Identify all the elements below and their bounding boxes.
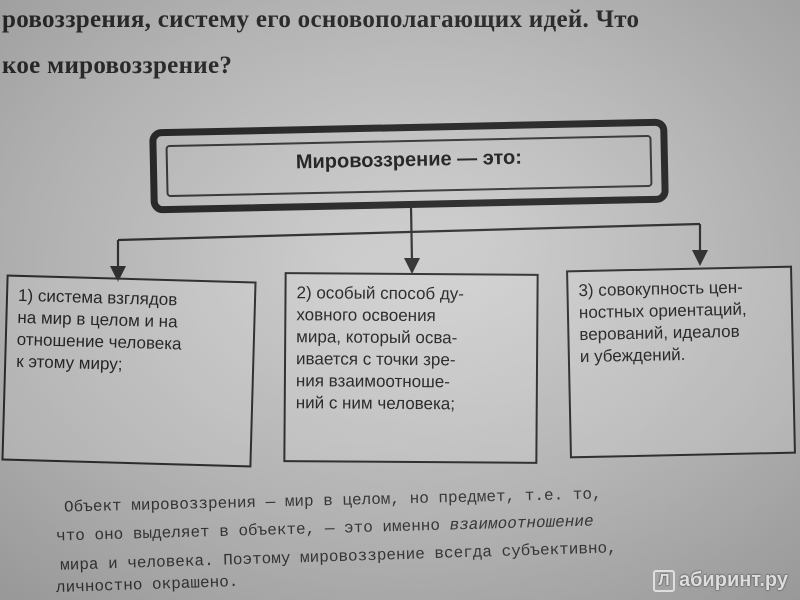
labirint-watermark: Л абиринт.ру: [652, 569, 788, 592]
watermark-text: абиринт.ру: [678, 569, 788, 591]
arrowhead-left: [110, 266, 126, 282]
arrowhead-center: [404, 258, 420, 274]
definition-box-3: 3) совокупность цен- ностных ориентаций,…: [566, 265, 796, 459]
diagram-title-box: Мировоззрение — это:: [149, 118, 669, 214]
definition-box-2: 2) особый способ ду- ховного освоения ми…: [283, 272, 539, 464]
arrowhead-right: [692, 250, 708, 266]
text-line-top: ровоззрения, систему его основополагающи…: [2, 6, 640, 33]
text-line-question: кое мировоззрение?: [2, 52, 233, 79]
labirint-logo-icon: Л: [652, 569, 675, 592]
definition-text-2: 2) особый способ ду- ховного освоения ми…: [295, 283, 465, 414]
connector-center-vertical: [409, 205, 414, 263]
definition-box-1: 1) система взглядов на мир в целом и на …: [1, 274, 257, 468]
definition-text-3: 3) совокупность цен- ностных ориентаций,…: [578, 277, 747, 367]
connector-horizontal: [117, 222, 701, 242]
definition-text-1: 1) система взглядов на мир в целом и на …: [15, 285, 182, 374]
